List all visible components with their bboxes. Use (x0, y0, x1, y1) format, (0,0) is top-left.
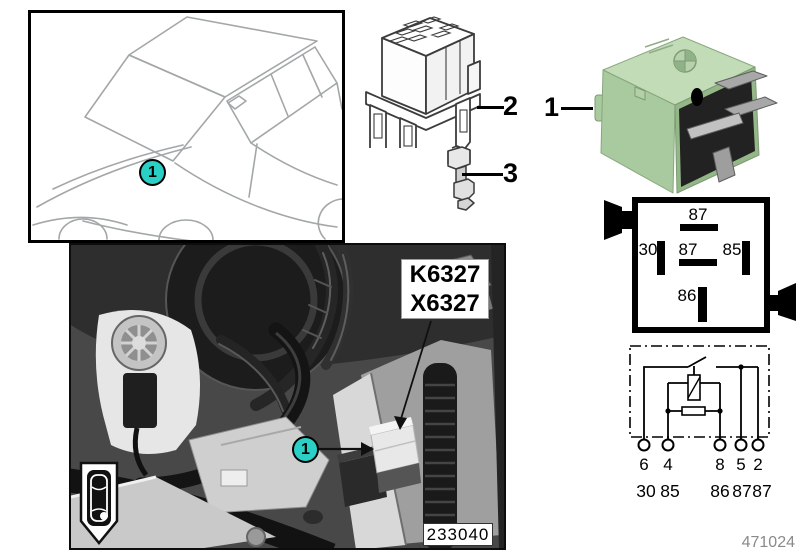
pin-diagram: 87 30 87 85 86 (632, 197, 770, 333)
pin-box-connector-keys (604, 200, 796, 321)
schematic-boundary (629, 345, 770, 438)
connector-key-right (770, 283, 796, 321)
connector-code: X6327 (410, 290, 480, 317)
relay-blade-pins (686, 70, 778, 183)
position-dot (100, 512, 108, 520)
pin-label-left: 30 (638, 240, 658, 259)
pin-label-top: 87 (688, 205, 708, 224)
relay-embossed-text-lines (644, 38, 674, 54)
svg-text:30: 30 (636, 481, 656, 501)
item-label-socket[interactable]: 2 (503, 91, 519, 121)
photo-id-label: 233040 (423, 523, 493, 546)
svg-text:4: 4 (663, 455, 672, 474)
pin-label-right: 85 (722, 240, 742, 259)
svg-text:6: 6 (639, 455, 648, 474)
svg-text:8: 8 (715, 455, 724, 474)
relay-code: K6327 (409, 261, 481, 288)
svg-text:5: 5 (736, 455, 745, 474)
svg-text:2: 2 (753, 455, 762, 474)
pin-bar-center (679, 259, 717, 266)
pin-bar-bottom (698, 287, 707, 322)
svg-text:87: 87 (732, 481, 751, 501)
schematic-pin-numbers: 6 4 8 5 2 (639, 455, 762, 474)
item-label-relay[interactable]: 1 (544, 92, 560, 122)
callout-line-relay (561, 107, 593, 110)
arrowhead-down-icon (394, 416, 407, 430)
schematic-junction-dots (665, 364, 744, 414)
car-location-marker[interactable]: 1 (139, 159, 166, 186)
schematic-terminal-labels: 30 85 86 87 87 (636, 481, 771, 501)
car-outline-drawing (32, 16, 342, 240)
photo-location-marker[interactable]: 1 (292, 436, 319, 463)
relay-front-notch (634, 86, 646, 101)
item-label-terminal[interactable]: 3 (503, 158, 519, 188)
relay-front-face (600, 69, 676, 194)
pin-bar-left (657, 241, 665, 275)
car-position-shield-icon (79, 461, 119, 545)
fluid-reservoir (95, 310, 200, 477)
component-code-label: K6327 X6327 (401, 259, 489, 319)
schematic-terminals (637, 438, 765, 452)
leader-lines (319, 320, 432, 456)
connector-key-left (604, 200, 632, 240)
svg-text:86: 86 (710, 481, 729, 501)
terminal-pin-drawing (447, 145, 475, 211)
figure-number: 471024 (741, 534, 795, 551)
callout-line-terminal (462, 173, 503, 176)
car-location-inset: 1 (28, 10, 345, 243)
brand-roundel-icon (673, 49, 697, 73)
callout-line-socket (477, 106, 504, 109)
relay-illustration (594, 36, 778, 194)
pin-bar-top (680, 224, 718, 231)
relay-socket-drawing (365, 16, 481, 148)
engine-bay-photo: K6327 X6327 1 233040 (69, 243, 506, 550)
arrowhead-right-icon (361, 442, 374, 456)
svg-text:87: 87 (752, 481, 771, 501)
relay-base-hole (691, 88, 703, 106)
pin-label-bottom: 86 (677, 286, 697, 305)
pin-label-center: 87 (678, 240, 698, 259)
pin-bar-right (742, 241, 750, 275)
wiring-looms (216, 245, 354, 415)
circuit-schematic: 6 4 8 5 2 30 85 86 87 87 (629, 345, 772, 501)
schematic-resistor (681, 406, 706, 416)
schematic-coil-diagonal (687, 376, 701, 399)
svg-text:85: 85 (660, 481, 679, 501)
